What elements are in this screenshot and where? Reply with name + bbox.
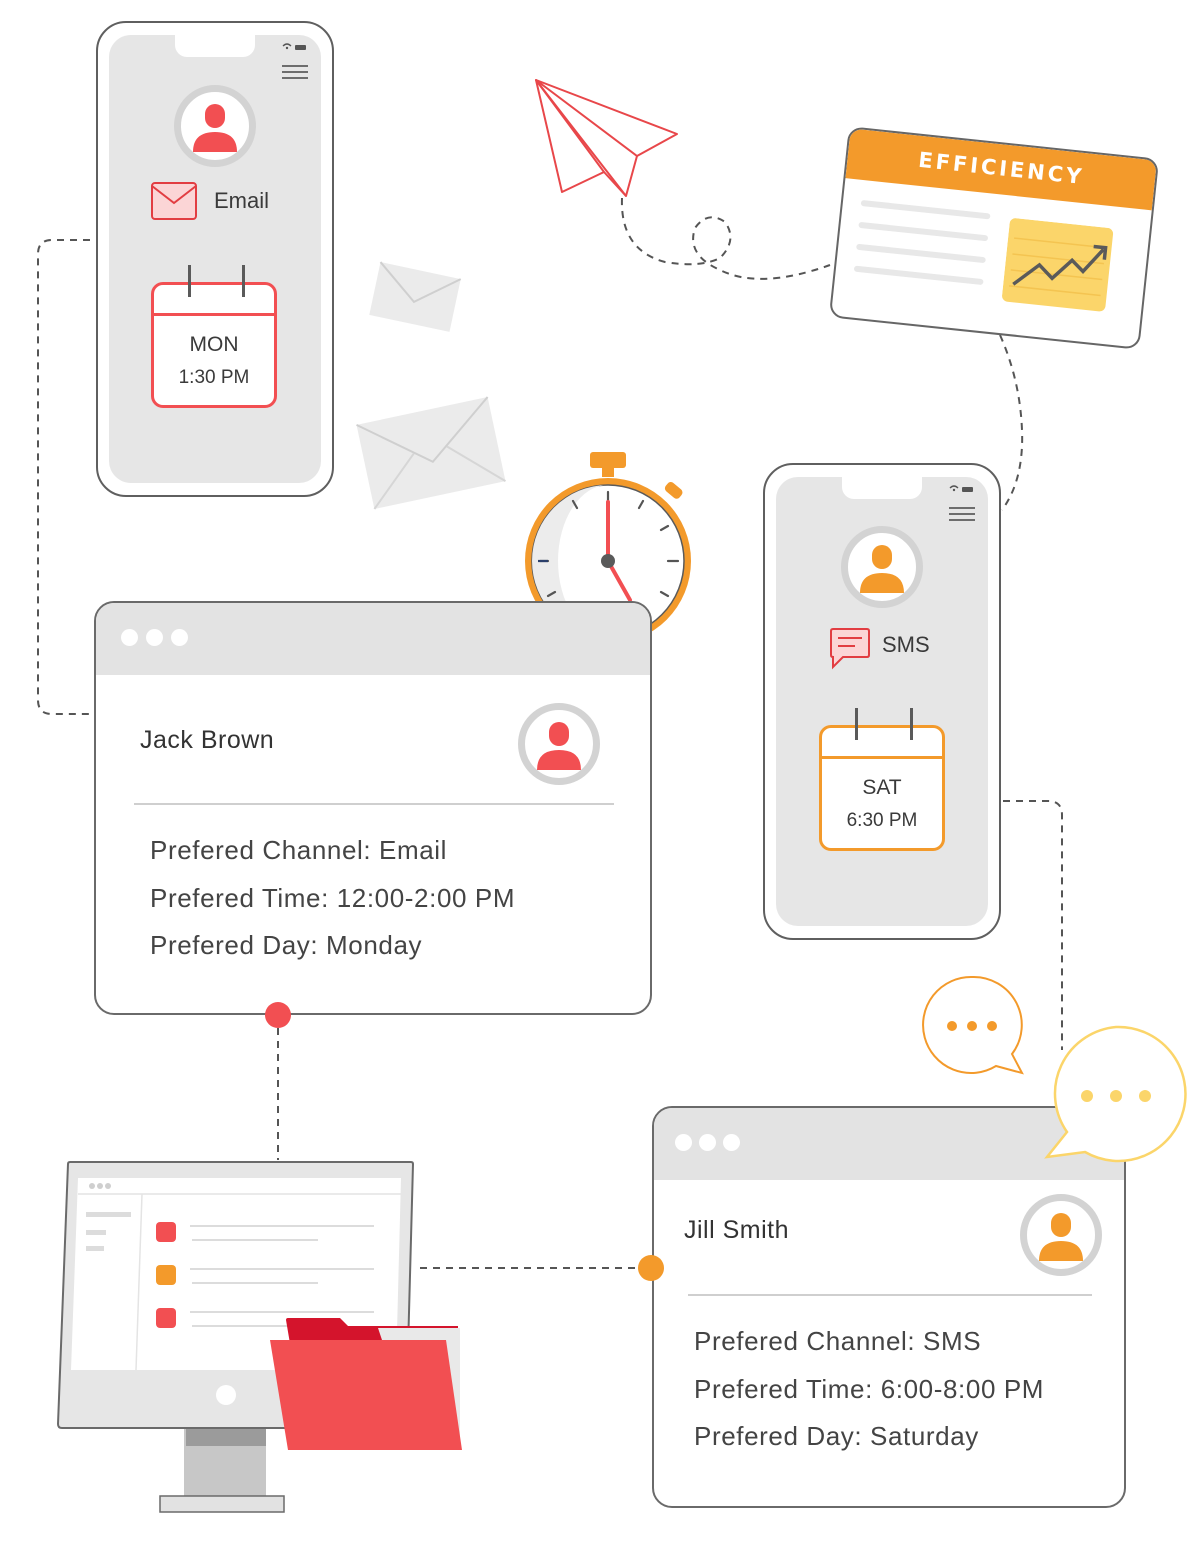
channel-label: Email xyxy=(214,188,270,213)
text-placeholder-line xyxy=(860,199,991,220)
calendar-day: MON xyxy=(189,333,239,356)
status-icons xyxy=(282,43,306,50)
preferred-channel: Prefered Channel: Email xyxy=(150,835,448,865)
calendar-time: 1:30 PM xyxy=(178,367,250,388)
phone-notch xyxy=(175,33,255,57)
avatar xyxy=(1020,1194,1102,1276)
preferred-time: Prefered Time: 12:00-2:00 PM xyxy=(150,883,516,913)
calendar-time: 6:30 PM xyxy=(846,810,918,831)
preferred-day: Prefered Day: Saturday xyxy=(694,1421,979,1451)
user-icon xyxy=(193,104,237,152)
calendar: SAT 6:30 PM xyxy=(819,708,945,851)
contact-card-jill: Jill Smith Prefered Channel: SMS Prefere… xyxy=(652,1106,1126,1508)
window-dot[interactable] xyxy=(699,1134,716,1151)
text-placeholder-line xyxy=(858,221,989,242)
hamburger-menu-icon[interactable] xyxy=(949,507,975,525)
avatar xyxy=(174,85,256,167)
text-placeholder-line xyxy=(856,243,986,264)
hamburger-menu-icon[interactable] xyxy=(282,65,308,83)
divider xyxy=(134,803,614,805)
calendar-pin xyxy=(188,265,191,297)
window-dot[interactable] xyxy=(723,1134,740,1151)
user-icon xyxy=(1039,1213,1083,1261)
chat-bubble-icon xyxy=(922,975,1024,1075)
avatar xyxy=(841,526,923,608)
window-dot[interactable] xyxy=(675,1134,692,1151)
calendar: MON 1:30 PM xyxy=(151,265,277,408)
connector-node-red xyxy=(265,1002,291,1028)
contact-name: Jill Smith xyxy=(684,1216,790,1244)
folder-icon xyxy=(270,1318,462,1450)
preferred-channel: Prefered Channel: SMS xyxy=(694,1326,982,1356)
user-icon xyxy=(537,722,581,770)
connector-node-orange xyxy=(638,1255,664,1281)
calendar-pin xyxy=(242,265,245,297)
preferred-time: Prefered Time: 6:00-8:00 PM xyxy=(694,1374,1045,1404)
window-titlebar xyxy=(96,603,650,675)
avatar xyxy=(518,703,600,785)
phone-sms: SMS SAT 6:30 PM xyxy=(763,463,1001,940)
envelope-icon xyxy=(356,396,506,510)
user-icon xyxy=(860,545,904,593)
efficiency-card: EFFICIENCY xyxy=(828,126,1160,350)
paper-plane-icon xyxy=(535,79,678,197)
preferred-day: Prefered Day: Monday xyxy=(150,930,423,960)
calendar-day: SAT xyxy=(862,776,902,799)
sms-icon xyxy=(830,628,870,670)
phone-notch xyxy=(842,475,922,499)
window-dot[interactable] xyxy=(121,629,138,646)
phone-email: Email MON 1:30 PM xyxy=(96,21,334,497)
calendar-pin xyxy=(910,708,913,740)
trend-chart-icon xyxy=(1002,218,1114,312)
status-icons xyxy=(949,485,973,492)
text-placeholder-line xyxy=(853,265,984,286)
calendar-pin xyxy=(855,708,858,740)
channel-label: SMS xyxy=(882,632,930,657)
contact-name: Jack Brown xyxy=(140,726,275,754)
envelope-icon xyxy=(151,182,197,220)
contact-card-jack: Jack Brown Prefered Channel: Email Prefe… xyxy=(94,601,652,1015)
divider xyxy=(688,1294,1092,1296)
chat-bubble-icon xyxy=(1044,1025,1187,1163)
envelope-icon xyxy=(369,261,462,332)
window-dot[interactable] xyxy=(171,629,188,646)
window-dot[interactable] xyxy=(146,629,163,646)
